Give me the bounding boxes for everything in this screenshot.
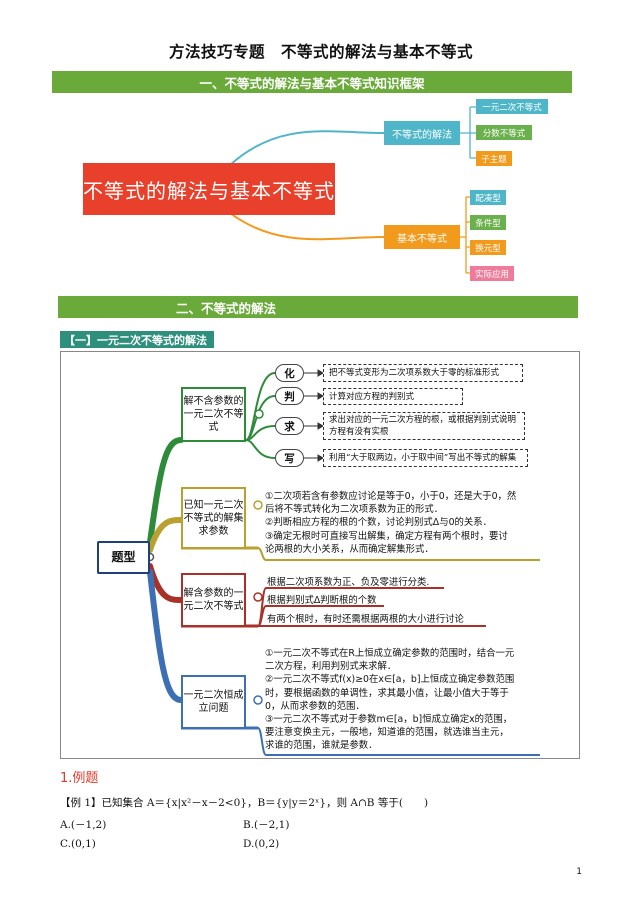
mindmap2-g2-text: ①二次项若含有参数应讨论是等于0，小于0，还是大于0，然 后将不等式转化为二次项… <box>265 491 517 555</box>
section-heading-solving: 二、不等式的解法 <box>58 296 578 318</box>
section-heading-framework: 一、不等式的解法与基本不等式知识框架 <box>52 71 572 93</box>
step-text-xie: 利用“大于取两边，小于取中间”写出不等式的解集 <box>323 449 528 467</box>
step-text-hua: 把不等式变形为二次项系数大于零的标准形式 <box>323 364 523 382</box>
mindmap1-leaf-peicou: 配凑型 <box>470 190 506 205</box>
mindmap2-node-always-true: 一元二次恒成立问题 <box>181 675 246 729</box>
option-d: D.(0,2) <box>243 838 280 850</box>
example-heading: 1.例题 <box>60 771 99 786</box>
mindmap1-leaf-huanyuan: 换元型 <box>470 240 506 255</box>
mindmap1-leaf-tiaojian: 条件型 <box>470 215 506 230</box>
step-key-qiu: 求 <box>275 417 304 435</box>
option-b: B.(－2,1) <box>243 819 290 831</box>
page-number: 1 <box>576 867 582 877</box>
page-title: 方法技巧专题 不等式的解法与基本不等式 <box>168 43 473 61</box>
mindmap1-branch-basic: 基本不等式 <box>384 225 460 249</box>
mindmap1-leaf-fraction: 分数不等式 <box>476 125 532 140</box>
step-text-pan: 计算对应方程的判别式 <box>323 388 463 405</box>
mindmap1-leaf-application: 实际应用 <box>470 266 514 281</box>
mindmap1-branch-solution: 不等式的解法 <box>384 121 460 145</box>
example-stem: 【例 1】已知集合 A＝{x|x²－x－2<0}，B＝{y|y＝2ˣ}，则 A∩… <box>60 797 429 809</box>
option-a: A.(－1,2) <box>60 819 107 831</box>
mindmap2-g3-line3: 有两个根时，有时还需根据两根的大小进行讨论 <box>267 614 464 625</box>
mindmap1-connectors <box>229 106 476 274</box>
step-key-pan: 判 <box>275 387 304 405</box>
step-text-qiu: 求出对应的一元二次方程的根，或根据判别式说明方程有没有实根 <box>323 412 525 440</box>
mindmap2-frame <box>60 351 580 759</box>
mindmap2-g3-line1: 根据二次项系数为正、负及零进行分类. <box>267 577 430 588</box>
mindmap2-node-with-param: 解含参数的一元二次不等式 <box>181 573 246 627</box>
step-key-hua: 化 <box>275 364 304 382</box>
option-c: C.(0,1) <box>60 838 96 850</box>
mindmap2-g3-line2: 根据判别式Δ判断根的个数 <box>267 595 377 606</box>
subsection-heading: 【一】一元二次不等式的解法 <box>60 331 214 348</box>
mindmap1-leaf-quadratic: 一元二次不等式 <box>476 99 548 114</box>
mindmap1-center: 不等式的解法与基本不等式 <box>83 163 335 215</box>
step-key-xie: 写 <box>275 449 304 467</box>
mindmap2-root: 题型 <box>97 541 150 574</box>
mindmap2-g4-text: ①一元二次不等式在R上恒成立确定参数的范围时，结合一元 二次方程，利用判别式来求… <box>265 648 515 752</box>
mindmap1-leaf-subtopic: 子主题 <box>476 151 512 166</box>
mindmap2-node-no-param: 解不含参数的一元二次不等式 <box>181 387 246 442</box>
mindmap2-node-known-solution: 已知一元二次不等式的解集求参数 <box>181 487 246 549</box>
